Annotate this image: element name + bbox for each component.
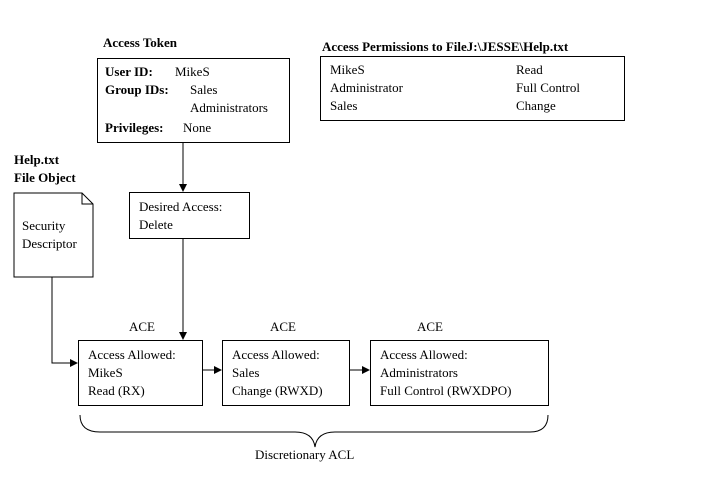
- acl-brace: [79, 414, 549, 448]
- ace-line: Administrators: [380, 365, 458, 380]
- arrow-descriptor-to-ace1: [51, 277, 78, 367]
- ace-line: Change (RWXD): [232, 383, 323, 398]
- file-object-title: Help.txt: [14, 152, 60, 167]
- desired-access-box: [129, 192, 250, 239]
- ace-label: ACE: [270, 319, 296, 334]
- access-token-title: Access Token: [103, 35, 178, 50]
- ace-line: Read (RX): [88, 383, 145, 398]
- ace-line: Sales: [232, 365, 260, 380]
- access-token-box: [97, 58, 290, 143]
- document-fold: [81, 193, 93, 205]
- ace-line: Access Allowed:: [88, 347, 176, 362]
- ace-label: ACE: [129, 319, 155, 334]
- desired-access-label: Desired Access:: [139, 199, 223, 214]
- permission-right: Read: [516, 62, 543, 77]
- discretionary-acl-label: Discretionary ACL: [255, 447, 355, 462]
- group-id-value: Sales: [190, 82, 218, 97]
- user-id-value: MikeS: [175, 64, 210, 79]
- ace-line: Access Allowed:: [232, 347, 320, 362]
- permissions-box: [320, 56, 625, 121]
- group-id-value: Administrators: [190, 100, 268, 115]
- security-descriptor-label: Security: [22, 218, 66, 233]
- privileges-value: None: [183, 120, 212, 135]
- permission-right: Change: [516, 98, 556, 113]
- ace-box: [78, 340, 203, 406]
- ace-box: [222, 340, 350, 406]
- security-descriptor-label: Descriptor: [22, 236, 77, 251]
- ace-label: ACE: [417, 319, 443, 334]
- ace-box: [370, 340, 549, 406]
- group-ids-label: Group IDs:: [105, 82, 169, 97]
- ace-line: MikeS: [88, 365, 123, 380]
- desired-access-value: Delete: [139, 217, 173, 232]
- permission-user: Sales: [330, 98, 358, 113]
- privileges-label: Privileges:: [105, 120, 164, 135]
- ace-line: Full Control (RWXDPO): [380, 383, 512, 398]
- security-descriptor-document: [13, 192, 94, 278]
- permissions-title: Access Permissions to FileJ:\JESSE\Help.…: [322, 39, 569, 54]
- permission-right: Full Control: [516, 80, 580, 95]
- permission-user: MikeS: [330, 62, 365, 77]
- file-object-subtitle: File Object: [14, 170, 76, 185]
- ace-line: Access Allowed:: [380, 347, 468, 362]
- user-id-label: User ID:: [105, 64, 153, 79]
- permission-user: Administrator: [330, 80, 403, 95]
